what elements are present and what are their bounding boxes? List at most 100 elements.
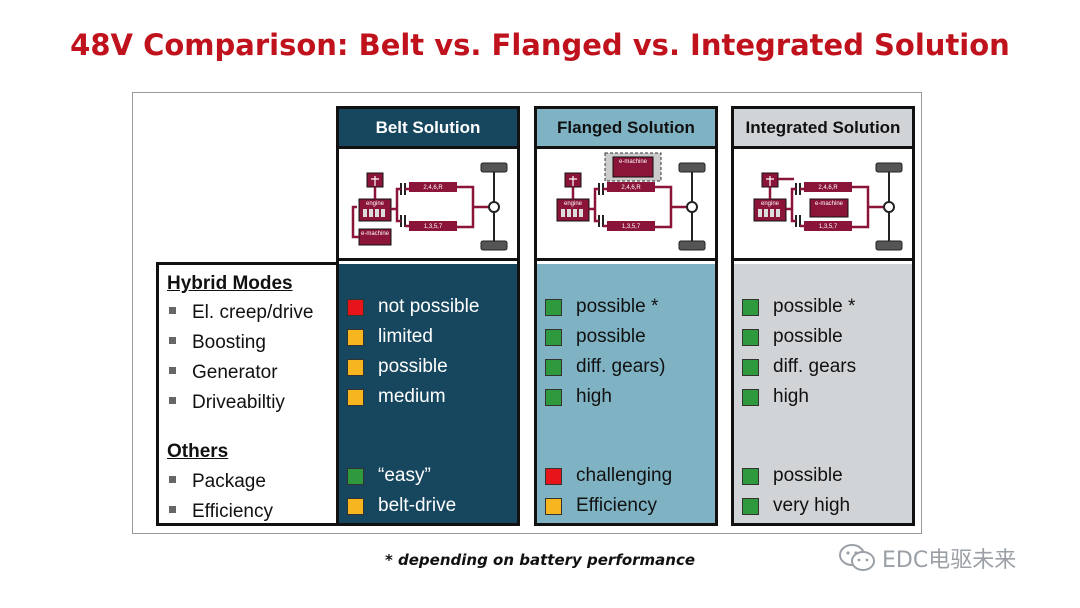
status-cell: challenging <box>545 465 672 487</box>
status-yellow-indicator <box>347 497 364 515</box>
cylinder <box>567 209 571 217</box>
engine-label: engine <box>761 201 780 207</box>
cylinder <box>363 209 367 217</box>
gearset-odd <box>804 221 852 231</box>
battery-symbol <box>371 176 379 186</box>
status-text: possible <box>576 326 646 347</box>
status-green-indicator <box>347 467 364 485</box>
battery-symbol <box>766 176 774 186</box>
gears-even-label: 2,4,6,R <box>818 185 838 191</box>
cylinder <box>369 209 373 217</box>
status-cell: belt-drive <box>347 495 456 517</box>
status-green-indicator <box>545 388 562 406</box>
column-body-integrated: possible * possible diff. gears high possibl… <box>734 264 912 523</box>
status-green-indicator <box>742 467 759 485</box>
input-shaft <box>786 187 796 223</box>
differential <box>488 201 500 213</box>
status-cell: not possible <box>347 296 479 318</box>
status-text: very high <box>773 495 851 516</box>
wheel-bottom <box>480 240 508 251</box>
belt-link <box>351 205 359 239</box>
status-cell: possible <box>742 326 843 348</box>
status-text: possible * <box>773 296 856 317</box>
status-green-indicator <box>742 328 759 346</box>
output-shaft <box>603 185 687 229</box>
status-cell: “easy” <box>347 465 431 487</box>
status-cell: possible <box>347 356 448 378</box>
gears-even-label: 2,4,6,R <box>423 185 443 191</box>
cylinder <box>375 209 379 217</box>
row-label-boosting: Boosting <box>169 332 266 354</box>
clutch-lines <box>400 183 406 227</box>
emachine-label: e-machine <box>361 231 390 237</box>
status-cell: diff. gears) <box>545 356 665 378</box>
bullet-icon <box>169 396 176 404</box>
clutch-lines <box>598 183 604 227</box>
engine-label: engine <box>366 201 385 207</box>
output-shaft <box>800 185 884 229</box>
status-text: possible <box>773 326 843 347</box>
status-green-indicator <box>545 328 562 346</box>
section-hybrid-modes: Hybrid Modes <box>167 273 293 294</box>
status-green-indicator <box>545 358 562 376</box>
status-cell: high <box>545 386 612 408</box>
input-shaft <box>589 187 599 223</box>
status-cell: high <box>742 386 809 408</box>
slide-title: 48V Comparison: Belt vs. Flanged vs. Int… <box>70 28 1010 62</box>
column-body-flanged: possible * possible diff. gears) high challe… <box>537 264 715 523</box>
wheel-bottom <box>875 240 903 251</box>
status-green-indicator <box>545 298 562 316</box>
status-text: limited <box>378 326 433 347</box>
gearset-odd <box>607 221 655 231</box>
status-text: possible <box>773 465 843 486</box>
row-label-driveability: Driveabiltiy <box>169 392 285 414</box>
row-label-generator: Generator <box>169 362 278 384</box>
cylinder <box>758 209 762 217</box>
cylinder <box>573 209 577 217</box>
wheel-top <box>480 162 508 173</box>
gearset-odd <box>409 221 457 231</box>
column-header-belt: Belt Solution <box>339 109 517 149</box>
status-cell: diff. gears <box>742 356 856 378</box>
gearset-even <box>804 182 852 192</box>
status-green-indicator <box>742 358 759 376</box>
gears-even-label: 2,4,6,R <box>621 185 641 191</box>
status-cell: very high <box>742 495 850 517</box>
status-text: diff. gears <box>773 356 857 377</box>
row-label-package: Package <box>169 471 266 493</box>
emachine-label: e-machine <box>619 159 648 165</box>
wechat-icon <box>839 544 875 571</box>
differential <box>686 201 698 213</box>
status-text: possible * <box>576 296 659 317</box>
status-yellow-indicator <box>347 358 364 376</box>
cylinder <box>770 209 774 217</box>
status-yellow-indicator <box>545 497 562 515</box>
column-header-integrated: Integrated Solution <box>734 109 912 149</box>
status-red-indicator <box>347 298 364 316</box>
bullet-icon <box>169 306 176 314</box>
cylinder <box>381 209 385 217</box>
wheel-bottom <box>678 240 706 251</box>
status-green-indicator <box>742 298 759 316</box>
status-text: Efficiency <box>576 495 657 516</box>
section-others: Others <box>167 441 229 462</box>
emachine-box <box>809 198 849 218</box>
battery-symbol <box>569 176 577 186</box>
cylinder <box>579 209 583 217</box>
bullet-icon <box>169 505 176 513</box>
row-label-efficiency: Efficiency <box>169 501 273 523</box>
battery-link <box>768 177 794 199</box>
bullet-icon <box>169 336 176 344</box>
status-yellow-indicator <box>347 388 364 406</box>
output-shaft <box>405 185 489 229</box>
status-text: “easy” <box>378 465 431 486</box>
status-red-indicator <box>545 467 562 485</box>
status-yellow-indicator <box>347 328 364 346</box>
status-text: diff. gears) <box>576 356 666 377</box>
status-text: belt-drive <box>378 495 457 516</box>
